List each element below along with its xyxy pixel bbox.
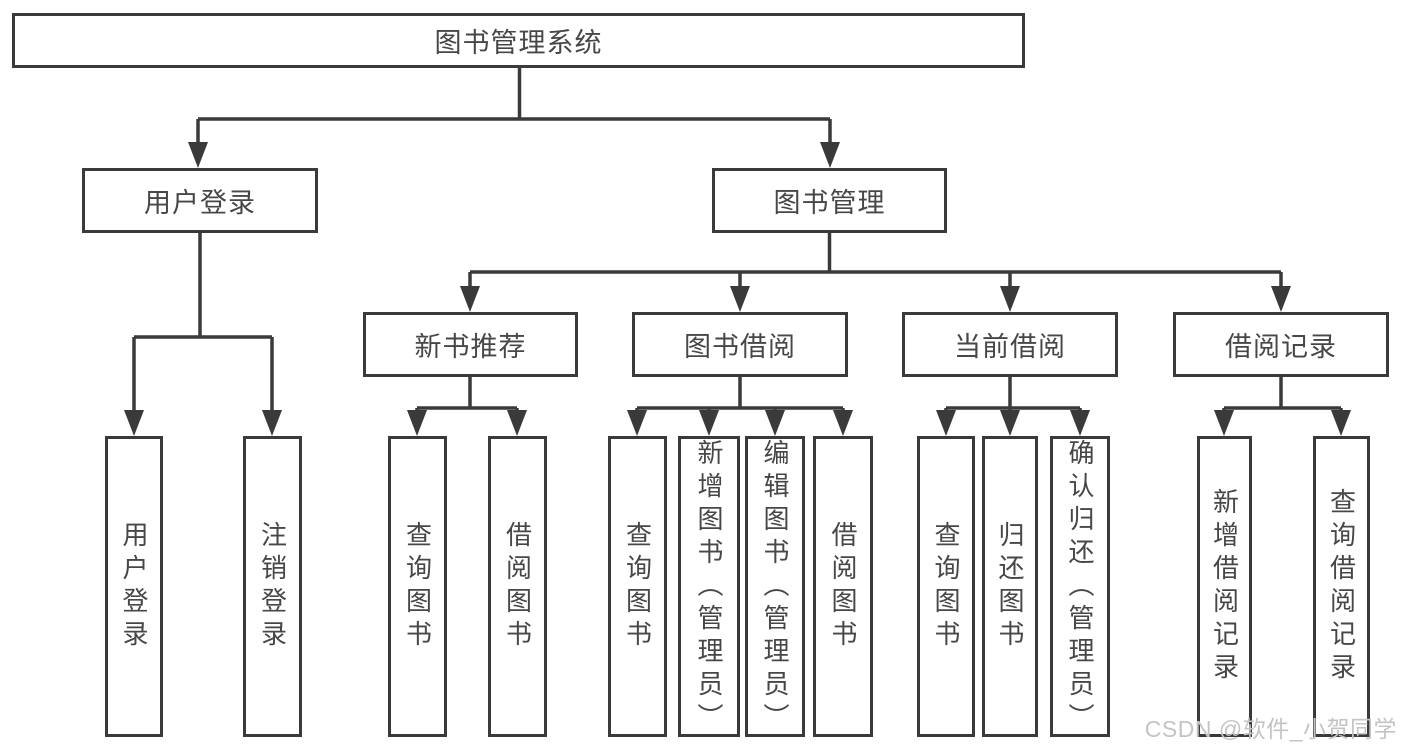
- node-user-login: 用户登录: [82, 168, 318, 233]
- connector-login-to-leaves: [124, 233, 282, 436]
- connector-bookmgmt-to-level3: [460, 233, 1291, 312]
- csdn-watermark: CSDN @软件_小贺同学: [1144, 716, 1397, 742]
- connector-root-to-level2: [188, 68, 840, 168]
- leaf-query-books-recommend: 查询图书: [388, 436, 447, 737]
- connector-newbook-to-leaves: [407, 377, 527, 436]
- connector-current-to-leaves: [936, 377, 1090, 436]
- leaf-query-books-borrow: 查询图书: [608, 436, 667, 737]
- node-book-borrowing: 图书借阅: [632, 312, 848, 377]
- node-borrowing-records: 借阅记录: [1173, 312, 1389, 377]
- connector-borrow-to-leaves: [627, 377, 853, 436]
- leaf-add-books-admin: 新增图书（管理员）: [678, 436, 740, 737]
- leaf-logout: 注销登录: [243, 436, 302, 737]
- node-current-borrowing: 当前借阅: [902, 312, 1118, 377]
- connector-records-to-leaves: [1214, 377, 1351, 436]
- node-library-management-system: 图书管理系统: [12, 13, 1025, 68]
- leaf-query-borrow-record: 查询借阅记录: [1313, 436, 1370, 737]
- leaf-add-borrow-record: 新增借阅记录: [1197, 436, 1252, 737]
- leaf-edit-books-admin: 编辑图书（管理员）: [745, 436, 805, 737]
- node-book-management: 图书管理: [712, 168, 947, 233]
- leaf-query-books-current: 查询图书: [917, 436, 975, 737]
- leaf-borrow-books: 借阅图书: [813, 436, 873, 737]
- node-new-book-recommendation: 新书推荐: [363, 312, 578, 377]
- leaf-confirm-return-admin: 确认归还（管理员）: [1050, 436, 1110, 737]
- leaf-user-login: 用户登录: [105, 436, 163, 737]
- leaf-return-books: 归还图书: [982, 436, 1038, 737]
- leaf-borrow-books-recommend: 借阅图书: [488, 436, 547, 737]
